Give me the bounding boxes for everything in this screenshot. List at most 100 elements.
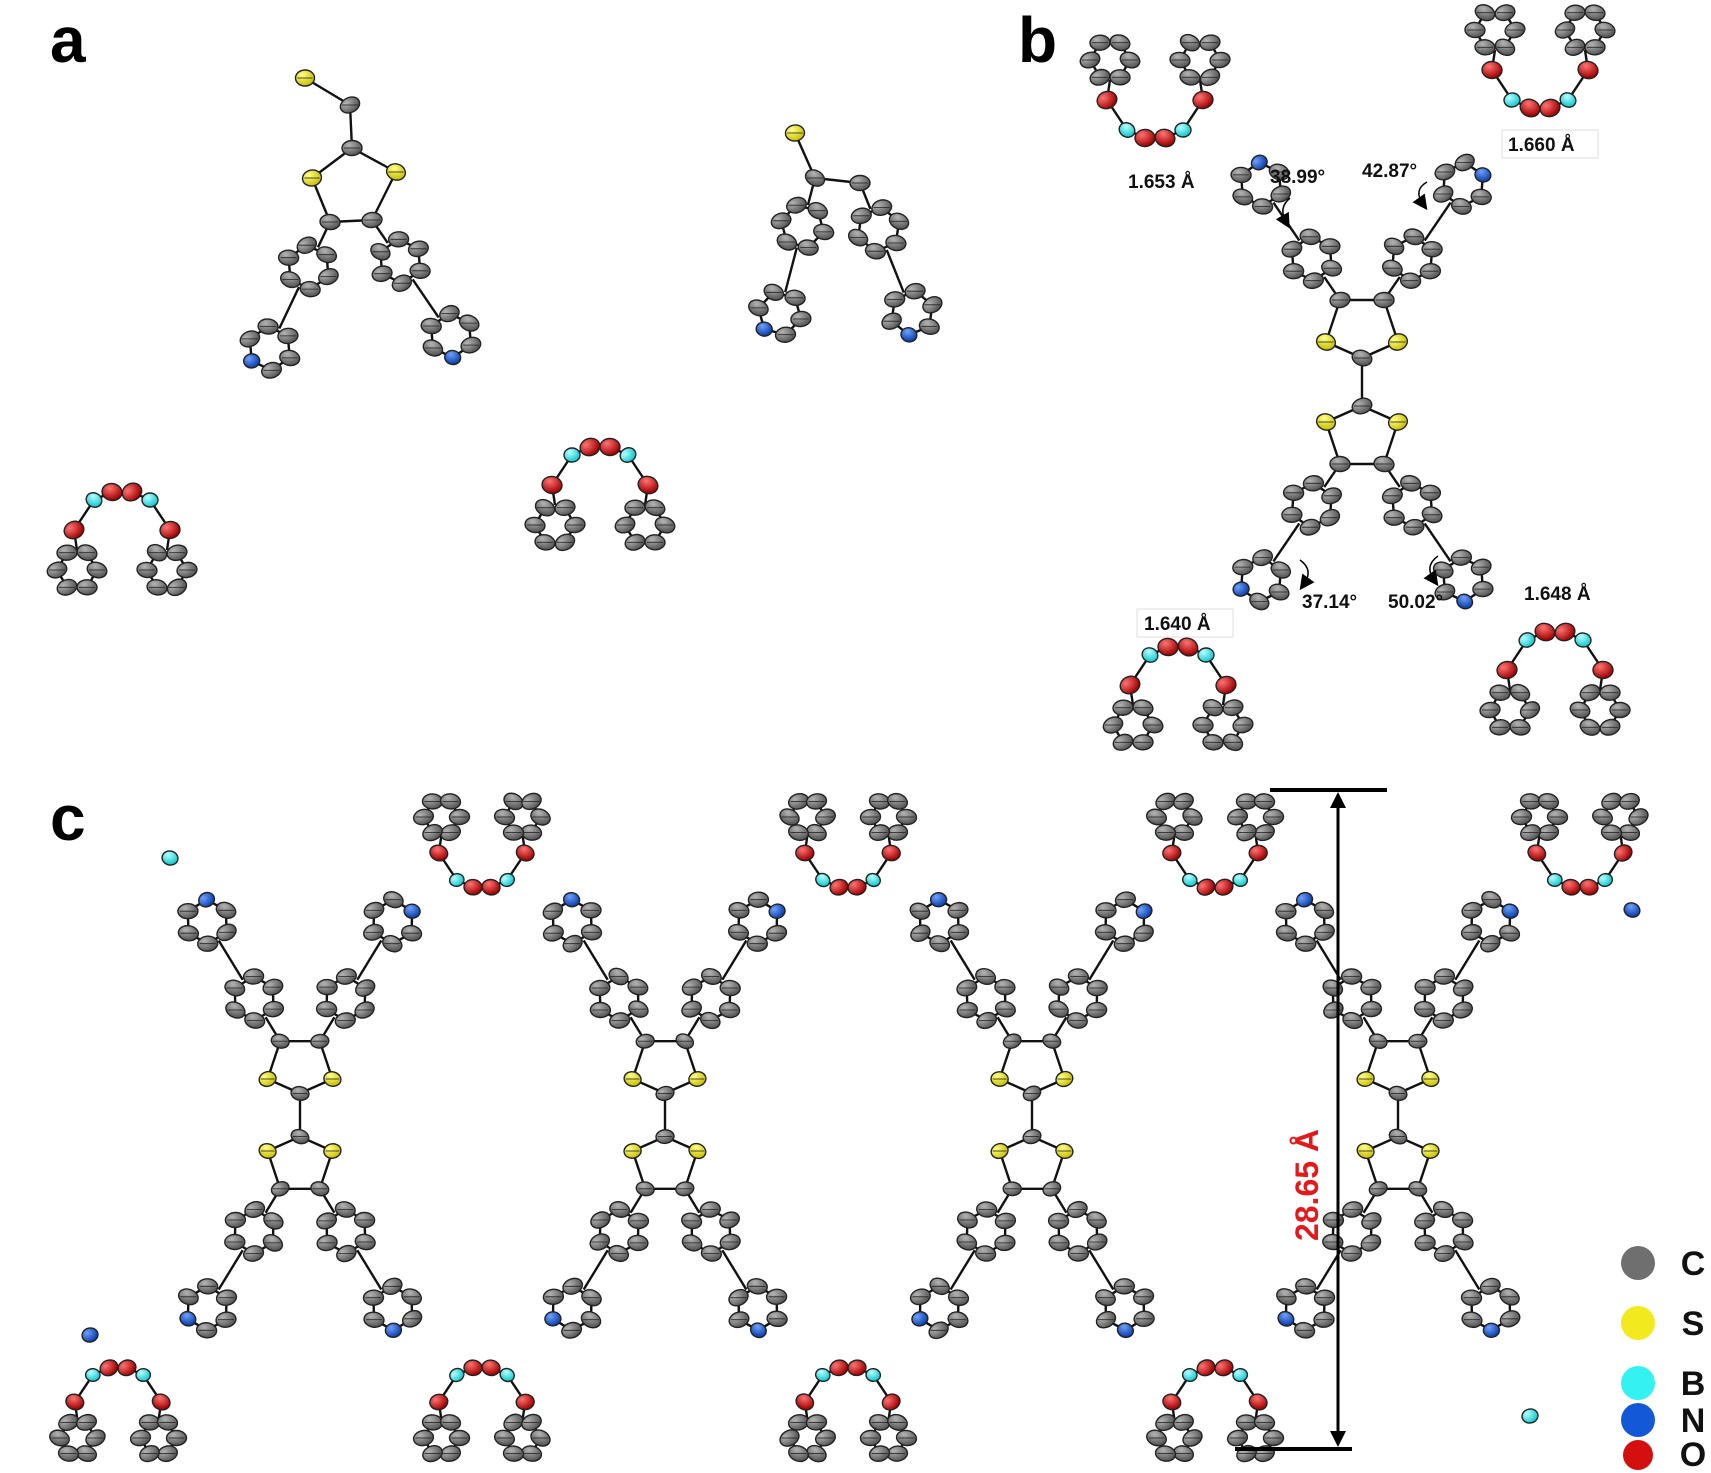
oxygen-atom — [1554, 622, 1576, 642]
angle-bottom-left: 37.14° — [1302, 592, 1357, 613]
nitrogen-atom — [1474, 167, 1492, 183]
bond — [949, 939, 976, 981]
bond — [784, 247, 798, 293]
nitrogen-atom — [179, 1310, 197, 1327]
bond — [370, 171, 398, 221]
oxygen-atom — [1613, 844, 1633, 862]
angle-arrow-top-right — [1412, 181, 1428, 211]
boron-atom — [499, 872, 516, 888]
boron-atom — [1118, 122, 1136, 138]
bond — [721, 1249, 748, 1291]
nitrogen-atom — [1116, 1322, 1135, 1339]
dimension-arrow-up — [1330, 792, 1346, 808]
panel-b-measurements: 1.653 Å 38.99° 42.87° 1.660 Å 1.640 Å 37… — [1128, 129, 1599, 638]
nitrogen-atom — [911, 1311, 929, 1327]
oxygen-atom — [65, 1393, 85, 1411]
boron-atom — [865, 1367, 882, 1383]
nitrogen-atom — [900, 327, 918, 343]
bond — [1088, 939, 1115, 981]
angle-top-left: 38.99° — [1270, 167, 1325, 188]
oxygen-atom — [541, 475, 563, 495]
bond — [1088, 1249, 1115, 1291]
oxygen-atom — [1534, 622, 1556, 642]
legend-swatch-s — [1621, 1306, 1655, 1340]
nitrogen-atom — [1482, 1322, 1501, 1339]
nitrogen-atom — [544, 1311, 562, 1327]
oxygen-atom — [1157, 637, 1179, 657]
oxygen-atom — [481, 1359, 501, 1377]
oxygen-atom — [1527, 844, 1547, 862]
oxygen-atom — [1134, 128, 1156, 148]
boron-atom — [1181, 1367, 1198, 1383]
boron-atom — [161, 850, 179, 866]
boron-atom — [141, 492, 159, 508]
nitrogen-atom — [929, 891, 948, 908]
legend-swatch-o — [1623, 1440, 1653, 1470]
angle-arrow-bottom-right — [1423, 555, 1439, 587]
boron-atom — [1559, 92, 1577, 108]
dimension-label: 28.65 Å — [1289, 1129, 1325, 1241]
bond — [949, 1249, 976, 1291]
oxygen-atom — [881, 1393, 901, 1411]
boron-atom — [1232, 1367, 1249, 1383]
oxygen-atom — [1154, 128, 1176, 148]
boron-atom — [1521, 1408, 1539, 1424]
nitrogen-atom — [444, 349, 462, 366]
oxygen-atom — [829, 1359, 849, 1377]
oxygen-atom — [159, 520, 181, 540]
panel-c-bonds — [58, 800, 1640, 1455]
oxygen-atom — [1119, 675, 1141, 695]
oxygen-atom — [1162, 844, 1182, 862]
boron-atom — [1141, 647, 1159, 663]
bond — [1423, 201, 1452, 242]
legend-label-b: B — [1681, 1365, 1706, 1403]
angle-arrow-bottom-left — [1299, 559, 1315, 591]
oxygen-atom — [1577, 60, 1599, 80]
oxygen-atom — [1519, 98, 1541, 118]
bond — [885, 249, 905, 294]
nitrogen-atom — [1277, 1310, 1295, 1327]
bond — [1454, 939, 1481, 981]
nitrogen-atom — [384, 1322, 403, 1339]
legend-label-n: N — [1681, 1402, 1706, 1440]
oxygen-atom — [1177, 637, 1199, 657]
boron-atom — [815, 872, 831, 888]
oxygen-atom — [429, 844, 449, 862]
nitrogen-atom — [755, 321, 773, 337]
oxygen-atom — [1196, 1359, 1216, 1377]
nitrogen-atom — [768, 903, 786, 919]
boron-atom — [563, 447, 581, 463]
oxygen-atom — [795, 844, 815, 862]
boron-atom — [1597, 872, 1614, 888]
oxygen-atom — [121, 482, 143, 502]
boron-atom — [1232, 872, 1249, 888]
oxygen-atom — [599, 437, 621, 457]
nitrogen-atom — [198, 891, 216, 908]
nitrogen-atom — [1501, 903, 1519, 919]
oxygen-atom — [1196, 878, 1216, 896]
oxygen-atom — [1579, 878, 1599, 896]
boron-atom — [85, 492, 103, 508]
boron-atom — [1197, 647, 1215, 663]
bond — [1454, 1249, 1481, 1291]
boron-atom — [865, 872, 881, 888]
bond — [1423, 522, 1452, 563]
nitrogen-atom — [81, 1327, 99, 1343]
bond — [356, 939, 383, 981]
dimension-arrow-down — [1330, 1431, 1346, 1447]
legend-label-o: O — [1680, 1436, 1706, 1473]
oxygen-atom — [1496, 660, 1518, 680]
nitrogen-atom — [1232, 581, 1250, 597]
panel-letter-b: b — [1018, 4, 1057, 76]
oxygen-atom — [881, 844, 901, 862]
boron-atom — [499, 1367, 515, 1383]
oxygen-atom — [1481, 60, 1503, 80]
nitrogen-atom — [562, 891, 581, 908]
boron-atom — [135, 1367, 152, 1383]
bond — [217, 1249, 244, 1291]
boron-atom — [1518, 632, 1536, 648]
element-legend: C S B N O — [1621, 1245, 1706, 1473]
oxygen-atom — [1215, 675, 1237, 695]
oxygen-atom — [1162, 1393, 1182, 1411]
